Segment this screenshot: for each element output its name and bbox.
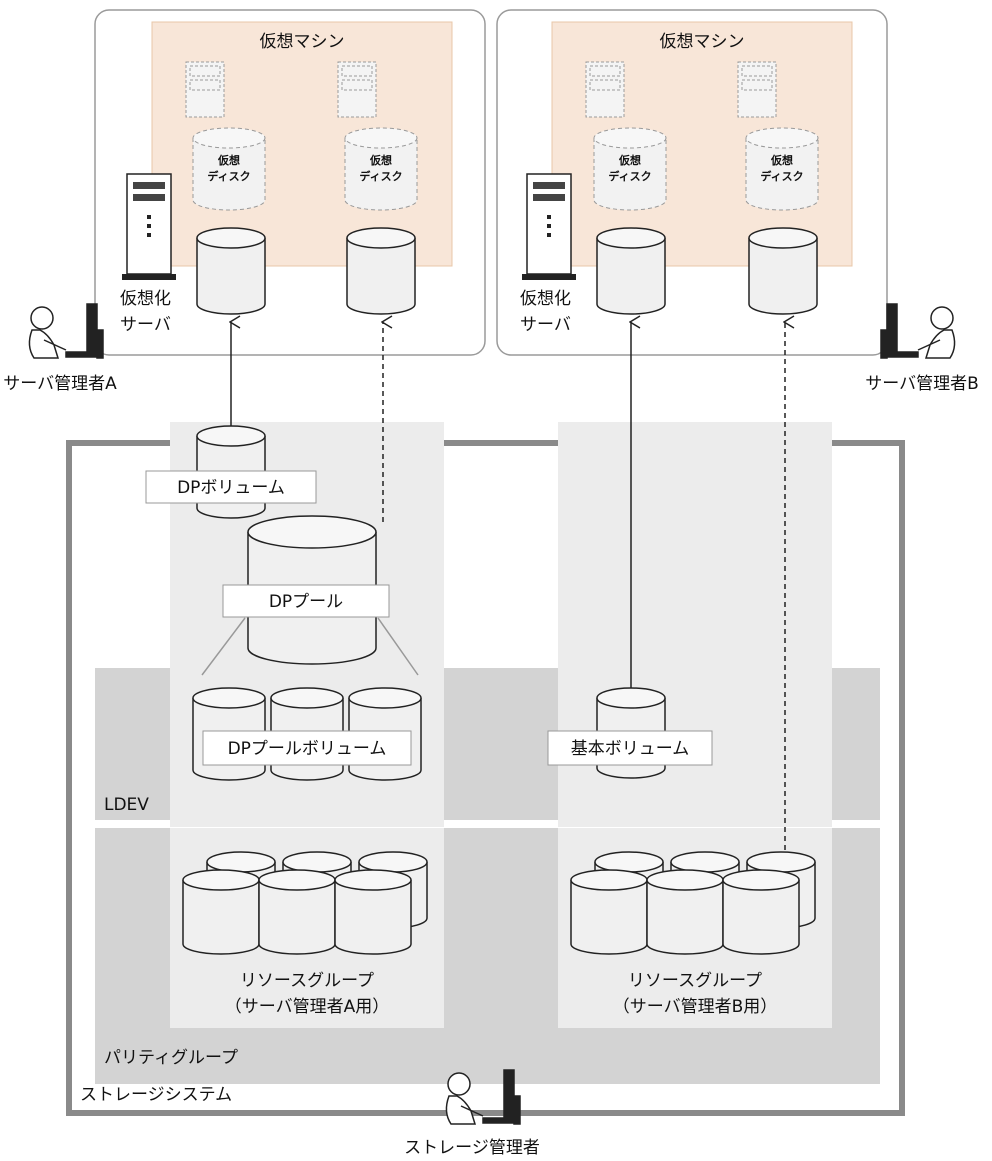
virtual-disk-label: ディスク xyxy=(207,169,250,183)
parity-disk-cylinder xyxy=(335,870,411,954)
vm-icon xyxy=(338,62,376,117)
basic-volume-label: 基本ボリューム xyxy=(571,739,690,759)
host-volume-cylinder xyxy=(597,228,665,314)
server-admin-a-icon xyxy=(29,304,103,358)
vm-title-right: 仮想マシン xyxy=(660,32,745,52)
resource-group-a-sub-label: （サーバ管理者A用） xyxy=(225,997,389,1017)
host-volume-cylinder xyxy=(197,228,265,314)
virtual-disk-icon: 仮想 ディスク xyxy=(193,128,265,210)
vm-icon xyxy=(586,62,624,117)
virtualization-server-label: 仮想化 xyxy=(520,289,571,309)
parity-disk-cylinder xyxy=(259,870,335,954)
server-admin-a-label: サーバ管理者A xyxy=(3,374,117,394)
parity-disk-cylinder xyxy=(183,870,259,954)
ldev-label: LDEV xyxy=(104,795,149,815)
virtual-disk-icon: 仮想 ディスク xyxy=(746,128,818,210)
virtual-disk-icon: 仮想 ディスク xyxy=(594,128,666,210)
host-volume-cylinder xyxy=(749,228,817,314)
server-tower-icon xyxy=(522,174,576,280)
virtual-disk-label: ディスク xyxy=(760,169,803,183)
server-admin-b-label: サーバ管理者B xyxy=(865,374,979,394)
vm-icon xyxy=(738,62,776,117)
dp-pool-volume-label: DPプールボリューム xyxy=(228,739,387,759)
host-volume-cylinder xyxy=(347,228,415,314)
virtual-disk-label: 仮想 xyxy=(217,153,240,167)
parity-group-label: パリティグループ xyxy=(104,1048,238,1068)
vm-title-left: 仮想マシン xyxy=(260,32,345,52)
dp-volume-label: DPボリューム xyxy=(177,478,285,498)
resource-group-a-label: リソースグループ xyxy=(240,971,374,991)
resource-group-b-label: リソースグループ xyxy=(628,971,762,991)
virtualization-server-label: 仮想化 xyxy=(120,289,171,309)
vm-icon xyxy=(186,62,224,117)
virtual-disk-label: 仮想 xyxy=(770,153,793,167)
virtual-disk-label: ディスク xyxy=(359,169,402,183)
server-admin-b-icon xyxy=(881,304,955,358)
server-tower-icon xyxy=(122,174,176,280)
parity-disk-cylinder xyxy=(723,870,799,954)
storage-admin-label: ストレージ管理者 xyxy=(404,1138,540,1158)
virtual-disk-label: 仮想 xyxy=(618,153,641,167)
resource-group-b-sub-label: （サーバ管理者B用） xyxy=(613,997,778,1017)
virtualization-server-label: サーバ xyxy=(520,315,571,335)
virtual-disk-icon: 仮想 ディスク xyxy=(345,128,417,210)
virtual-disk-label: 仮想 xyxy=(369,153,392,167)
parity-disk-cylinder xyxy=(571,870,647,954)
virtualization-server-label: サーバ xyxy=(120,315,171,335)
storage-system-label: ストレージシステム xyxy=(80,1085,232,1105)
parity-disk-cylinder xyxy=(647,870,723,954)
dp-pool-label: DPプール xyxy=(269,592,343,612)
virtual-disk-label: ディスク xyxy=(608,169,651,183)
